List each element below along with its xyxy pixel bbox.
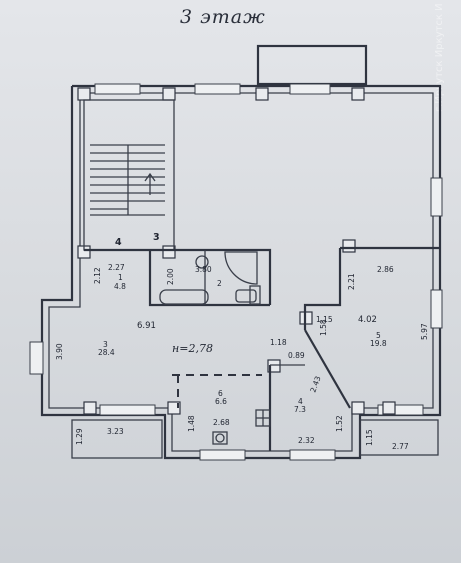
room-6-area: 6.6 (215, 397, 227, 406)
toilet-small-icon (212, 431, 228, 445)
dim-1-29: 1.29 (75, 428, 84, 445)
dim-1-15a: 1.15 (316, 315, 333, 324)
right-window-lower (430, 289, 443, 329)
dim-2-27: 2.27 (108, 263, 125, 272)
door-swing-bath (224, 251, 258, 285)
room-3-area: 28.4 (98, 348, 115, 357)
room-4-area: 7.3 (294, 405, 306, 414)
dim-2-21: 2.21 (347, 273, 356, 290)
dim-1-52: 1.52 (335, 415, 344, 432)
bathtub-icon (159, 289, 209, 305)
room-5-number: 5 (376, 331, 381, 340)
dim-2-00: 2.00 (166, 268, 175, 285)
dim-0-89: 0.89 (288, 351, 305, 360)
dim-4-02: 4.02 (358, 315, 377, 325)
dim-1-15b: 1.15 (365, 429, 374, 446)
room-5-area: 19.8 (370, 339, 387, 348)
dim-2-12: 2.12 (93, 267, 102, 284)
dim-6-91: 6.91 (137, 321, 156, 331)
room-4-number: 4 (298, 397, 303, 406)
washbasin-icon (195, 255, 209, 269)
stair-mark-4: 4 (115, 237, 122, 248)
right-window-upper (430, 177, 443, 217)
dim-2-68: 2.68 (213, 418, 230, 427)
staircase (83, 99, 175, 251)
dim-2-32: 2.32 (298, 436, 315, 445)
dim-1-18: 1.18 (270, 338, 287, 347)
dim-2-77: 2.77 (392, 442, 409, 451)
toilet-icon (235, 285, 261, 305)
interior-walls (84, 246, 440, 451)
bottom-window-right (289, 449, 336, 461)
dim-3-80: 3.80 (195, 265, 212, 274)
floor-title: 3 этаж (180, 6, 266, 28)
annex-right (359, 419, 439, 456)
dim-1-48: 1.48 (187, 415, 196, 432)
bottom-window-left (99, 404, 156, 416)
room-2-number: 2 (217, 279, 222, 288)
stair-mark-3: 3 (153, 232, 160, 243)
bottom-window-far (377, 404, 424, 416)
dim-2-86: 2.86 (377, 265, 394, 274)
dim-3-90: 3.90 (55, 343, 64, 360)
balcony-outline (256, 44, 368, 86)
ceiling-height: н=2,78 (172, 342, 213, 355)
bottom-window-mid (199, 449, 246, 461)
top-windows (94, 83, 331, 95)
left-window (29, 341, 44, 375)
dim-1-58: 1.58 (319, 319, 328, 336)
dim-2-43: 2.43 (308, 375, 322, 394)
room-1-number: 1 (118, 273, 123, 282)
room-3-number: 3 (103, 340, 108, 349)
dim-5-97: 5.97 (420, 323, 429, 340)
room-1-area: 4.8 (114, 282, 126, 291)
dim-3-23: 3.23 (107, 427, 124, 436)
room-6-number: 6 (218, 389, 223, 398)
annex-left (71, 419, 163, 459)
stove-icon (255, 409, 271, 427)
